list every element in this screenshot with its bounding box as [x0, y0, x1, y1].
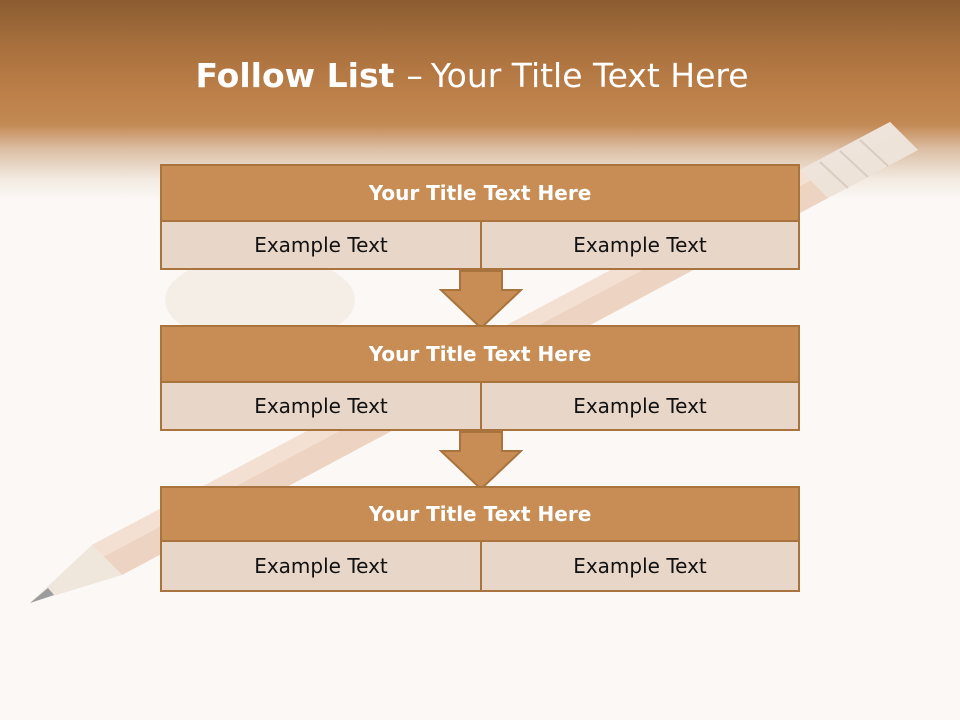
step-cell-right: Example Text: [482, 222, 798, 268]
step-box-2: Your Title Text Here Example Text Exampl…: [160, 325, 800, 431]
step-title: Your Title Text Here: [162, 488, 798, 542]
title-rest: Your Title Text Here: [430, 56, 749, 95]
step-box-1: Your Title Text Here Example Text Exampl…: [160, 164, 800, 270]
down-arrow-icon: [439, 431, 523, 491]
step-cell-left: Example Text: [162, 383, 482, 429]
title-bold: Follow List: [195, 56, 395, 95]
step-title: Your Title Text Here: [162, 166, 798, 222]
step-box-3: Your Title Text Here Example Text Exampl…: [160, 486, 800, 592]
step-cell-right: Example Text: [482, 542, 798, 590]
step-cell-left: Example Text: [162, 542, 482, 590]
title-separator: –: [406, 56, 423, 95]
down-arrow-icon: [439, 270, 523, 330]
slide-title: Follow List–Your Title Text Here: [0, 52, 944, 100]
step-title: Your Title Text Here: [162, 327, 798, 383]
step-cell-left: Example Text: [162, 222, 482, 268]
step-cell-right: Example Text: [482, 383, 798, 429]
